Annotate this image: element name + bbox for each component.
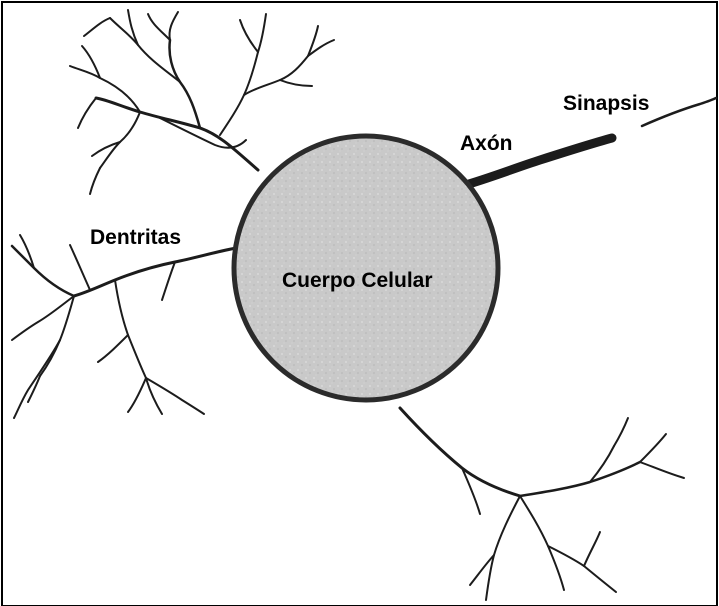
dendrite-tree-lower-right [400, 408, 684, 600]
synapse-terminal [642, 98, 716, 126]
cell-body-label: Cuerpo Celular [282, 269, 433, 292]
axon-label: Axón [460, 132, 513, 155]
dendrite-tree-left [12, 235, 236, 418]
cell-body [234, 136, 498, 400]
synapse-label: Sinapsis [563, 92, 649, 115]
dendrites-label: Dentritas [90, 226, 181, 249]
